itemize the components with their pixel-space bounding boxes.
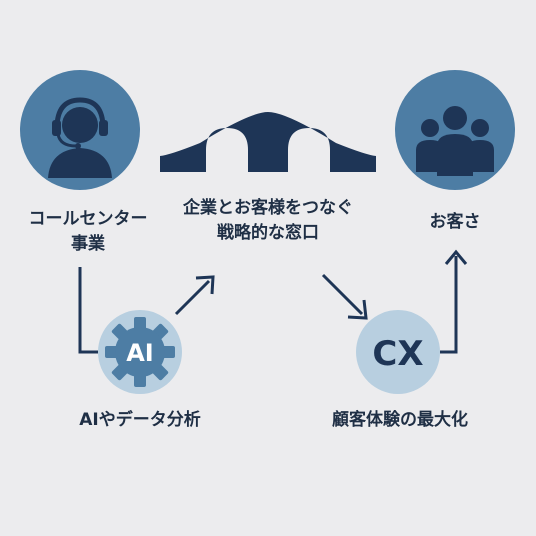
headset-agent-icon bbox=[48, 97, 112, 178]
bridge-icon bbox=[160, 112, 376, 172]
call-center-label: コールセンター 事業 bbox=[8, 207, 168, 256]
cx-icon-text: CX bbox=[372, 334, 423, 374]
arrow-bridge-to-cx bbox=[321, 273, 368, 320]
people-group-icon bbox=[416, 106, 494, 176]
gear-icon bbox=[105, 317, 175, 387]
cx-circle bbox=[356, 310, 440, 394]
bridge-label-line1: 企業とお客様をつなぐ bbox=[183, 198, 353, 218]
ai-icon-text: AI bbox=[126, 339, 154, 367]
connector-callcenter-to-ai bbox=[78, 267, 98, 354]
call-center-label-line2: 事業 bbox=[71, 233, 105, 254]
arrow-cx-to-customer bbox=[440, 249, 468, 354]
bridge-label-line2: 戦略的な窓口 bbox=[217, 222, 319, 243]
ai-label: AIやデータ分析 bbox=[79, 410, 201, 430]
ai-node: AI bbox=[98, 310, 182, 394]
call-center-label-line1: コールセンター bbox=[28, 209, 148, 229]
call-center-node bbox=[20, 70, 140, 190]
customer-node bbox=[395, 70, 515, 190]
cx-node: CX bbox=[356, 310, 440, 394]
cx-label: 顧客体験の最大化 bbox=[332, 410, 468, 430]
bridge-label: 企業とお客様をつなぐ 戦略的な窓口 bbox=[148, 196, 388, 245]
arrow-ai-to-bridge bbox=[174, 275, 215, 316]
customer-label: お客さ bbox=[429, 212, 481, 232]
